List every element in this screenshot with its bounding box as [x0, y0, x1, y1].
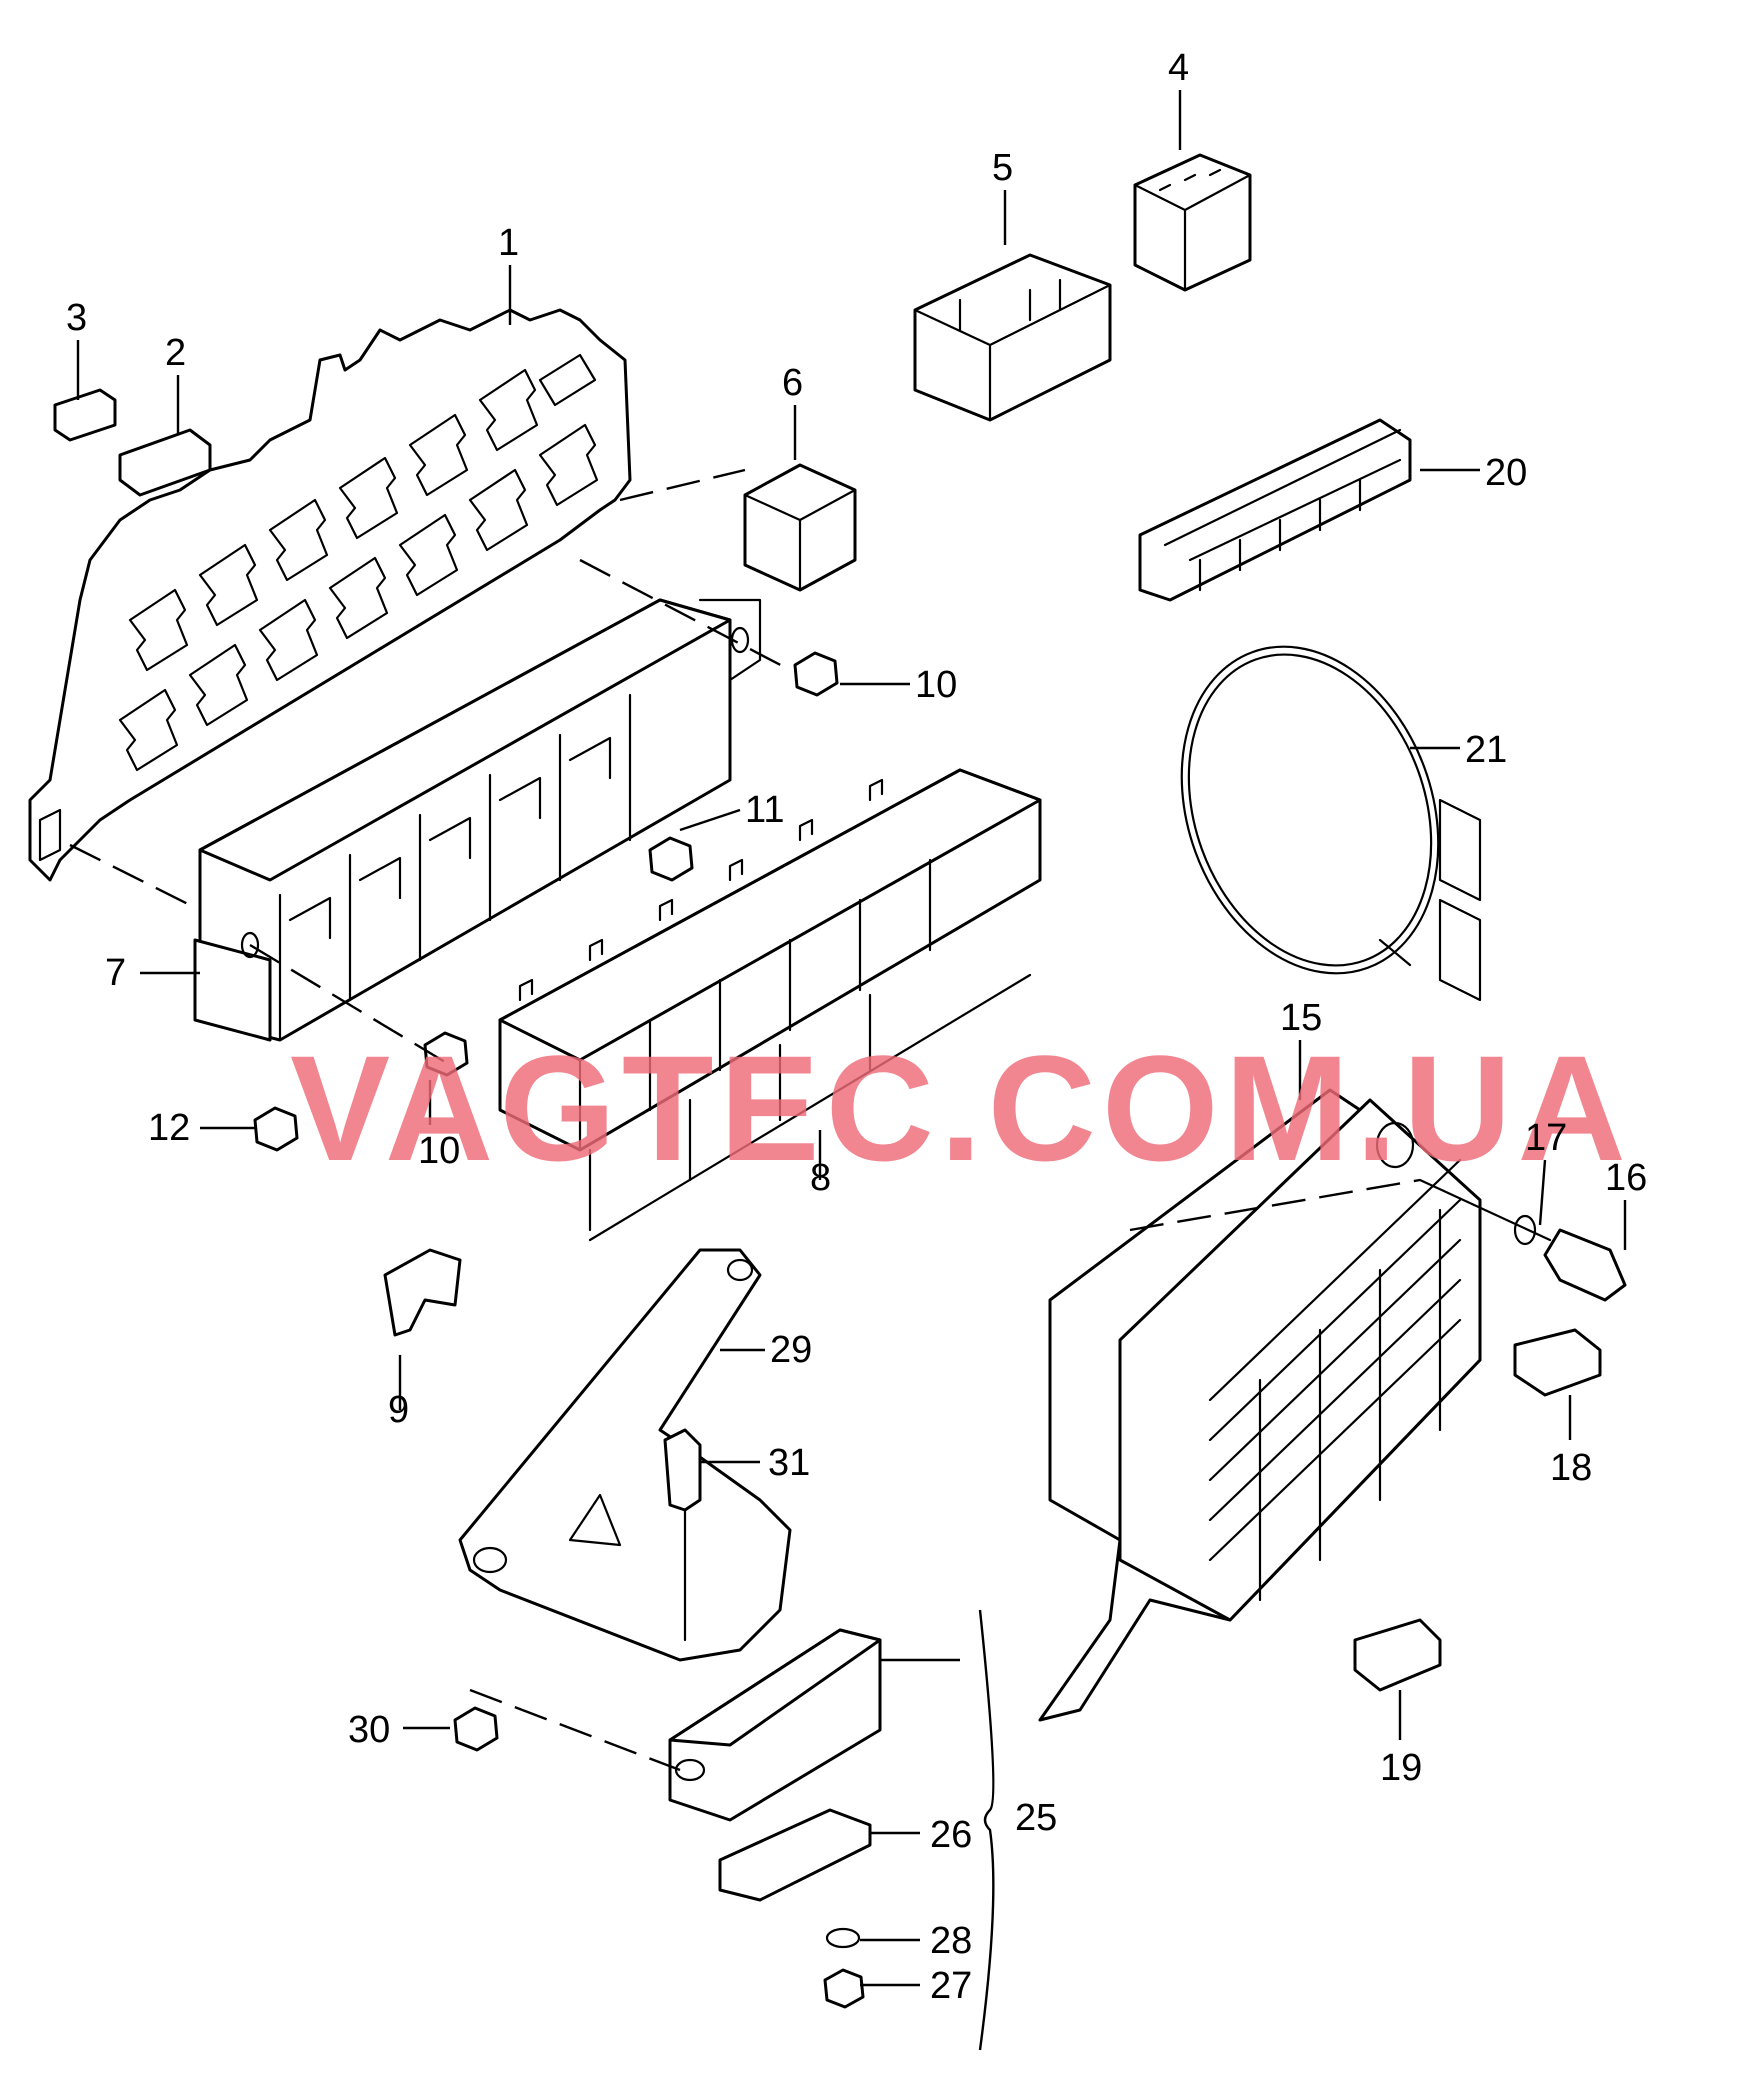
callout-5: 5	[992, 147, 1013, 189]
callout-31: 31	[768, 1442, 810, 1484]
nut-part	[253, 651, 865, 2009]
callout-19: 19	[1380, 1747, 1422, 1789]
callout-8: 8	[810, 1157, 831, 1199]
bracket-part	[458, 1248, 792, 1662]
callout-25: 25	[1015, 1797, 1057, 1839]
fuse-part	[1353, 1328, 1602, 1692]
fuse-box-housing-part	[1038, 1088, 1482, 1722]
callout-1: 1	[498, 222, 519, 264]
relay-dual-part	[913, 253, 1112, 422]
bolt-part	[663, 1428, 702, 1642]
relay-row-part	[498, 768, 1042, 1242]
callout-11: 11	[745, 789, 784, 831]
assembly-lines	[69, 468, 1421, 1772]
callout-20: 20	[1485, 452, 1527, 494]
callout-30: 30	[348, 1709, 390, 1751]
relay-plate-part	[28, 308, 632, 882]
relay-part	[1133, 153, 1252, 292]
clip-part	[383, 1248, 462, 1337]
control-unit-part	[668, 1628, 882, 1822]
callout-28: 28	[930, 1920, 972, 1962]
callout-26: 26	[930, 1814, 972, 1856]
callout-27: 27	[930, 1965, 972, 2007]
callout-12: 12	[148, 1107, 190, 1149]
fuse-part	[53, 388, 212, 497]
callout-3: 3	[66, 297, 87, 339]
callout-29: 29	[770, 1329, 812, 1371]
washer-part	[1513, 1214, 1537, 1246]
callout-15: 15	[1280, 997, 1322, 1039]
relay-carrier-part	[193, 598, 762, 1042]
callout-10-lower: 10	[418, 1130, 460, 1172]
relay-small-part	[743, 463, 857, 592]
callout-4: 4	[1168, 47, 1189, 89]
callout-9: 9	[388, 1389, 409, 1431]
callout-2: 2	[165, 332, 186, 374]
bracket-plate-part	[718, 1808, 872, 1902]
wire-loop-part	[1180, 645, 1482, 1002]
callout-21: 21	[1465, 729, 1507, 771]
bolt-part	[1418, 1178, 1627, 1302]
washer-part	[825, 1927, 861, 1949]
callout-10-upper: 10	[915, 664, 957, 706]
watermark: VAGTEC.COM.UA	[290, 1024, 1632, 1192]
callout-16: 16	[1605, 1157, 1647, 1199]
leader-lines	[76, 90, 1627, 2051]
callout-17: 17	[1525, 1117, 1567, 1159]
callout-7: 7	[105, 952, 126, 994]
fuse-holder-part	[1138, 418, 1412, 602]
callout-18: 18	[1550, 1447, 1592, 1489]
callout-labels: 1 2 3 4 5 6 7 8 9 10 10 11 12 15 16 17 1…	[66, 47, 1647, 2007]
callout-6: 6	[782, 362, 803, 404]
